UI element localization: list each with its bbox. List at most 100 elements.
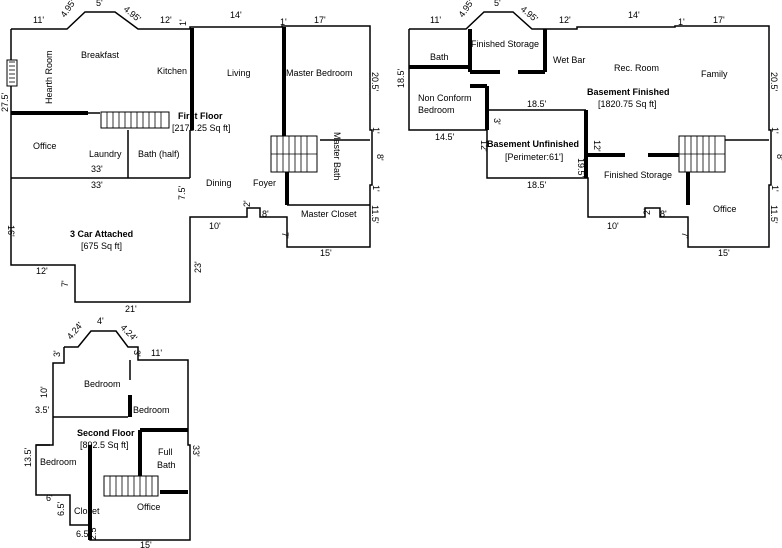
garage-area: [675 Sq ft] xyxy=(81,241,122,251)
dim-label: 1' xyxy=(770,127,780,134)
room-finished-storage: Finished Storage xyxy=(604,170,672,180)
basement-plan: Bath Finished Storage Wet Bar Rec. Room … xyxy=(396,0,782,258)
dim-label: 21' xyxy=(125,304,137,314)
dim-label: 14.5' xyxy=(435,132,455,142)
dim-label: 18.5' xyxy=(527,180,547,190)
dim-label: 1' xyxy=(678,17,685,27)
room-laundry: Laundry xyxy=(89,149,122,159)
dim-label: 2' xyxy=(242,200,252,207)
first-floor-title: First Floor xyxy=(178,111,223,121)
room-breakfast: Breakfast xyxy=(81,50,120,60)
room-master-closet: Master Closet xyxy=(301,209,357,219)
dim-label: 2.5' xyxy=(88,525,98,540)
dim-label: 4.95' xyxy=(122,4,143,24)
dim-label: 20.5' xyxy=(769,72,779,92)
room-dining: Dining xyxy=(206,178,232,188)
second-floor-title: Second Floor xyxy=(77,428,135,438)
room-bath: Bath xyxy=(430,52,449,62)
room-bedroom-1: Bedroom xyxy=(84,379,121,389)
dim-label: 5' xyxy=(494,0,501,8)
dim-label: 2' xyxy=(642,208,652,215)
dim-label: 10' xyxy=(39,386,49,398)
dim-label: 11.5' xyxy=(370,205,380,224)
dim-label: 1' xyxy=(371,127,381,134)
dim-label: 3.5' xyxy=(35,405,50,415)
room-family: Family xyxy=(701,69,728,79)
second-floor-area: [892.5 Sq ft] xyxy=(80,440,129,450)
room-bedroom-3: Bedroom xyxy=(40,457,77,467)
dim-label: 8' xyxy=(262,209,269,219)
room-non-conform: Non Conform xyxy=(418,93,472,103)
dim-label: 8' xyxy=(775,154,782,161)
hearth-window xyxy=(6,59,18,87)
dim-label: 14' xyxy=(628,10,640,20)
dim-label: 7' xyxy=(680,232,690,239)
dim-label: 5' xyxy=(96,0,103,8)
dim-label: 11' xyxy=(33,15,44,25)
dim-label: 7' xyxy=(280,232,290,239)
dim-label: 4.24' xyxy=(65,320,85,341)
dim-label: 6' xyxy=(46,493,53,503)
dim-label: 6.5' xyxy=(56,501,66,516)
dim-label: 17' xyxy=(713,15,725,25)
dim-label: 15' xyxy=(718,248,730,258)
dim-label: 1' xyxy=(770,185,780,192)
dim-label: 20.5' xyxy=(370,72,380,92)
dim-label: 3' xyxy=(52,350,62,357)
dim-label: 7' xyxy=(60,280,70,287)
first-floor-plan: Breakfast Hearth Room Kitchen Living Mas… xyxy=(0,0,385,314)
basement-unfinished-title: Basement Unfinished xyxy=(487,139,579,149)
room-full-bath-2: Bath xyxy=(157,460,176,470)
dim-label: 6.5' xyxy=(76,529,91,539)
dim-label: 8' xyxy=(660,209,667,219)
dim-label: 1' xyxy=(178,19,188,26)
dim-label: 27.5' xyxy=(0,92,10,112)
dim-label: 4.95' xyxy=(58,0,77,19)
dim-label: 11' xyxy=(151,348,162,358)
room-finished-storage-top: Finished Storage xyxy=(471,39,539,49)
dim-label: 3' xyxy=(492,118,502,125)
room-living: Living xyxy=(227,68,251,78)
dim-label: 18.5' xyxy=(396,68,406,88)
room-office: Office xyxy=(33,141,56,151)
dim-label: 11' xyxy=(430,15,441,25)
dim-label: 3' xyxy=(132,350,142,357)
dim-label: 17' xyxy=(314,15,326,25)
first-floor-outline xyxy=(10,11,373,303)
room-non-conform-bedroom: Bedroom xyxy=(418,105,455,115)
dim-label: 1' xyxy=(371,185,381,192)
dim-label: 10' xyxy=(209,221,221,231)
room-kitchen: Kitchen xyxy=(157,66,187,76)
dim-label: 33' xyxy=(91,164,103,174)
room-foyer: Foyer xyxy=(253,178,276,188)
basement-stairs xyxy=(678,135,726,173)
dim-label: 15' xyxy=(320,248,332,258)
dim-label: 19.5' xyxy=(576,158,586,178)
dim-label: 8' xyxy=(375,154,385,161)
room-closet: Closet xyxy=(74,506,100,516)
room-office: Office xyxy=(713,204,736,214)
dim-label: 15' xyxy=(140,540,152,548)
dim-label: 1' xyxy=(280,17,287,27)
first-floor-stairs xyxy=(100,111,318,173)
dim-label: 11.5' xyxy=(769,205,779,224)
dim-label: 33' xyxy=(91,180,103,190)
first-floor-area: [2173.25 Sq ft] xyxy=(172,123,231,133)
dim-label: 33' xyxy=(191,445,201,457)
dim-label: 23' xyxy=(193,261,203,273)
dim-label: 10' xyxy=(607,221,619,231)
second-floor-stairs xyxy=(103,475,159,497)
dim-label: 13.5' xyxy=(23,447,33,467)
room-bedroom-2: Bedroom xyxy=(133,405,170,415)
dim-label: 12' xyxy=(592,140,602,152)
room-garage: 3 Car Attached xyxy=(70,229,133,239)
dim-label: 12' xyxy=(36,266,48,276)
room-full-bath-1: Full xyxy=(158,447,173,457)
second-floor-plan: Bedroom Bedroom Bedroom Full Bath Office… xyxy=(23,316,201,548)
room-hearth: Hearth Room xyxy=(44,50,54,104)
dim-label: 18.5' xyxy=(527,99,547,109)
basement-area: [1820.75 Sq ft] xyxy=(598,99,657,109)
room-master-bath: Master Bath xyxy=(332,132,342,181)
dim-label: 7.5' xyxy=(177,185,187,200)
